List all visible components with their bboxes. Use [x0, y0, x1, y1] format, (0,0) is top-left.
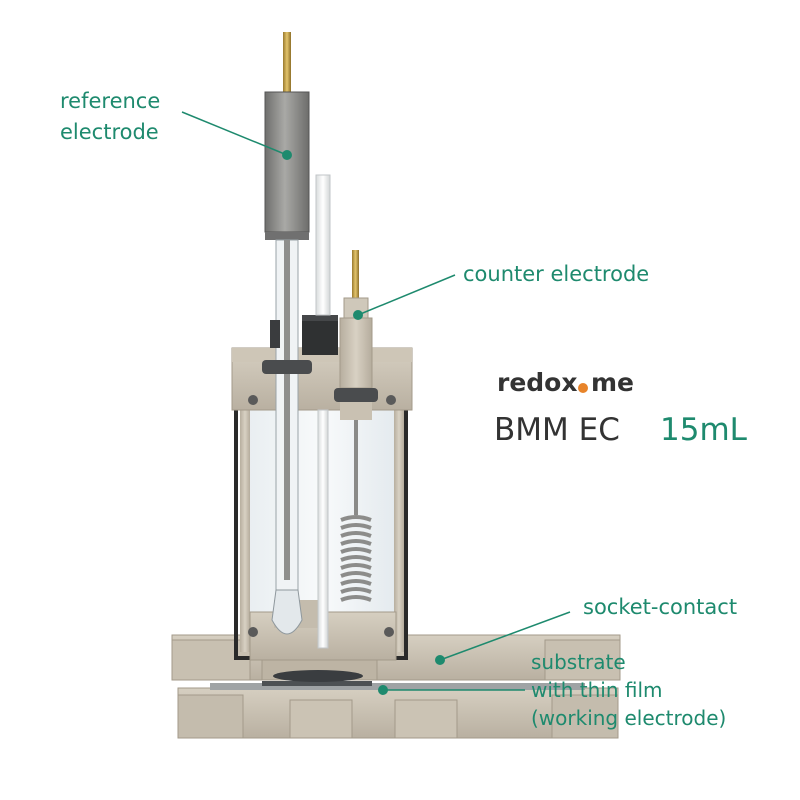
counter-electrode: [334, 250, 378, 602]
label-reference-line1: reference: [60, 89, 160, 113]
label-substrate-line2: with thin film: [531, 678, 663, 702]
counter-spring: [340, 515, 372, 602]
label-substrate-line3: (working electrode): [531, 706, 726, 730]
logo-text-left: redox: [497, 368, 577, 397]
product-volume: 15mL: [660, 412, 748, 448]
reference-electrode: [262, 32, 312, 635]
cell-lid: [231, 315, 413, 411]
substrate-film: [210, 681, 585, 690]
label-counter-electrode: counter electrode: [463, 262, 649, 286]
label-substrate-line1: substrate: [531, 650, 626, 674]
leader-lines: [181, 111, 571, 695]
bottom-base: [177, 687, 619, 739]
brand-logo: redox me: [497, 368, 634, 397]
label-socket-contact: socket-contact: [583, 595, 737, 619]
label-reference-line2: electrode: [60, 120, 159, 144]
product-name: BMM EC: [494, 412, 620, 448]
white-rod: [315, 174, 331, 649]
logo-dot-icon: [578, 383, 588, 393]
logo-text-right: me: [591, 368, 634, 397]
